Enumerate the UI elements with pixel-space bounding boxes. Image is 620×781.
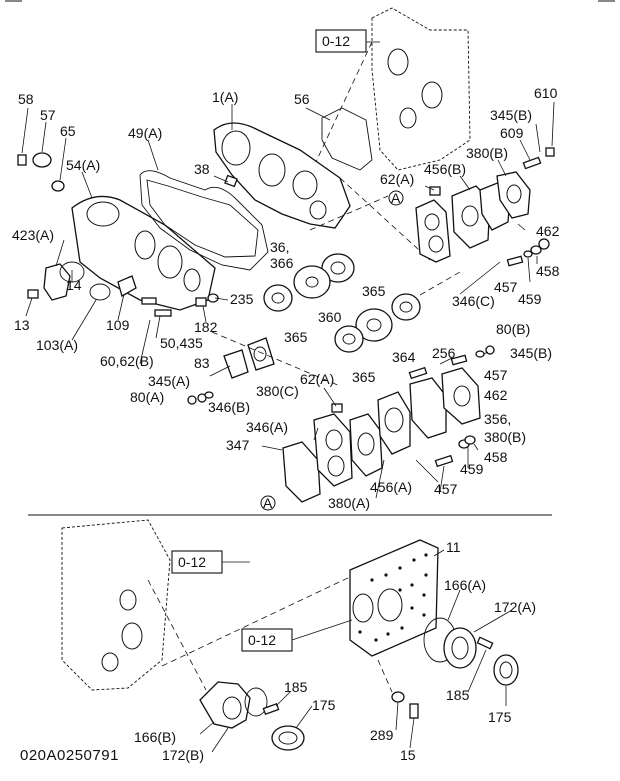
callout-label: 185 [446, 687, 470, 703]
callout-label: 365 [352, 369, 376, 385]
engine-block-bottom [61, 519, 353, 691]
callout-label: 380(B) [484, 429, 526, 445]
view-marker-label: A [263, 495, 273, 511]
housing-upper-right [415, 147, 555, 267]
callout-label: 458 [536, 263, 560, 279]
callout-label: 462 [536, 223, 560, 239]
reference-box: 0-12 [241, 628, 293, 652]
seal-parts-left [199, 681, 419, 751]
rear-plate [349, 539, 439, 693]
leader-lines [21, 41, 555, 753]
callout-label: 57 [40, 107, 56, 123]
callout-label: 345(B) [510, 345, 552, 361]
gear-train [263, 177, 461, 353]
callout-label: 360 [318, 309, 342, 325]
housing-mid [187, 331, 341, 405]
callout-label: 364 [392, 349, 416, 365]
callout-label: 356, [484, 411, 511, 427]
callout-label: 15 [400, 747, 416, 763]
callout-label: 50,435 [160, 335, 203, 351]
cap-parts [17, 152, 238, 192]
callout-label: 457 [434, 481, 458, 497]
callout-label: 345(A) [148, 373, 190, 389]
callout-label: 103(A) [36, 337, 78, 353]
view-marker: A A [260, 190, 404, 511]
callout-label: 56 [294, 91, 310, 107]
callout-label: 60,62(B) [100, 353, 154, 369]
callout-label: 609 [500, 125, 524, 141]
callout-label: 80(B) [496, 321, 530, 337]
callout-label: 365 [284, 329, 308, 345]
callout-label: 456(B) [424, 161, 466, 177]
callout-label: 346(B) [208, 399, 250, 415]
svg-text:0-12: 0-12 [178, 554, 206, 570]
callout-label: 365 [362, 283, 386, 299]
gear-case-cover [71, 195, 216, 311]
callout-labels: 58 57 65 54(A) 49(A) 1(A) 56 610 345(B) … [12, 85, 560, 763]
callout-label: 462 [484, 387, 508, 403]
timing-case [213, 122, 351, 229]
callout-label: 610 [534, 85, 558, 101]
reference-box: 0-12 [171, 550, 223, 574]
callout-label: 166(B) [134, 729, 176, 745]
svg-text:0-12: 0-12 [322, 33, 350, 49]
housing-lower [282, 345, 495, 503]
callout-label: 347 [226, 437, 250, 453]
callout-label: 457 [484, 367, 508, 383]
callout-label: 457 [494, 279, 518, 295]
callout-label: 380(B) [466, 145, 508, 161]
callout-label: 54(A) [66, 157, 100, 173]
callout-label: 49(A) [128, 125, 162, 141]
callout-label: 345(B) [490, 107, 532, 123]
callout-label: 380(C) [256, 383, 299, 399]
callout-label: 166(A) [444, 577, 486, 593]
callout-label: 459 [518, 291, 542, 307]
callout-label: 62(A) [380, 171, 414, 187]
callout-label: 62(A) [300, 371, 334, 387]
callout-label: 83 [194, 355, 210, 371]
callout-label: 1(A) [212, 89, 238, 105]
callout-label: 36, [270, 239, 289, 255]
callout-label: 175 [488, 709, 512, 725]
callout-label: 38 [194, 161, 210, 177]
callout-label: 366 [270, 255, 294, 271]
engine-block-top [299, 7, 471, 197]
callout-label: 182 [194, 319, 218, 335]
callout-label: 423(A) [12, 227, 54, 243]
callout-label: 256 [432, 345, 456, 361]
callout-label: 289 [370, 727, 394, 743]
view-marker-label: A [391, 190, 401, 206]
callout-label: 185 [284, 679, 308, 695]
callout-label: 109 [106, 317, 130, 333]
gasket [139, 170, 269, 271]
callout-label: 456(A) [370, 479, 412, 495]
callout-label: 346(C) [452, 293, 495, 309]
callout-label: 172(B) [162, 747, 204, 763]
callout-label: 14 [66, 277, 82, 293]
seal-parts-right [423, 617, 519, 686]
callout-label: 13 [14, 317, 30, 333]
callout-label: 235 [230, 291, 254, 307]
callout-label: 58 [18, 91, 34, 107]
drawing-code: 020A0250791 [20, 747, 119, 764]
callout-label: 380(A) [328, 495, 370, 511]
svg-text:0-12: 0-12 [248, 632, 276, 648]
reference-box: 0-12 [315, 29, 367, 53]
callout-label: 175 [312, 697, 336, 713]
callout-label: 459 [460, 461, 484, 477]
callout-label: 80(A) [130, 389, 164, 405]
callout-label: 172(A) [494, 599, 536, 615]
front-housing [27, 261, 219, 317]
callout-label: 458 [484, 449, 508, 465]
plate-56 [321, 107, 373, 171]
callout-label: 65 [60, 123, 76, 139]
callout-label: 11 [446, 539, 461, 555]
callout-label: 346(A) [246, 419, 288, 435]
